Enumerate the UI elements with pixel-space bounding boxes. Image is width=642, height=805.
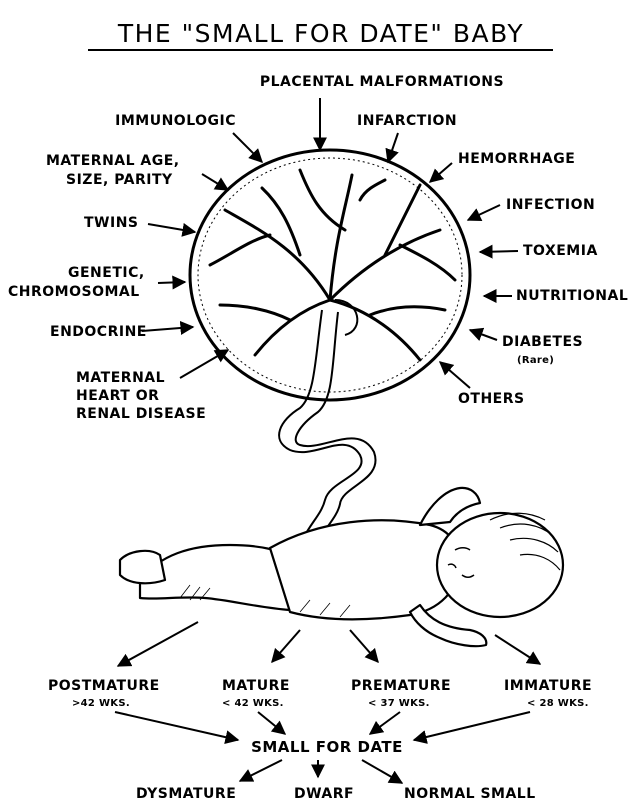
- label-genetic-line2: CHROMOSOMAL: [8, 284, 140, 300]
- arrow-endocrine: [142, 327, 193, 331]
- baby-illustration: [120, 488, 563, 646]
- label-diabetes-rare: (Rare): [517, 355, 554, 366]
- arrow-infection: [468, 205, 500, 220]
- arrow-to-normal-small: [362, 760, 402, 783]
- maturity-labels: POSTMATURE >42 WKS. MATURE < 42 WKS. PRE…: [48, 678, 592, 709]
- diagram-title: THE "SMALL FOR DATE" BABY: [117, 19, 524, 48]
- label-normal-small: NORMAL SMALL: [404, 786, 536, 802]
- arrow-genetic: [158, 282, 185, 283]
- arrow-hemorrhage: [430, 163, 452, 182]
- label-dysmature: DYSMATURE: [136, 786, 236, 802]
- arrow-to-immature: [495, 635, 540, 664]
- arrow-twins: [148, 224, 195, 232]
- label-dwarf: DWARF: [294, 786, 354, 802]
- arrow-maternal-heart: [180, 350, 228, 378]
- arrow-immature-to-center: [414, 712, 530, 740]
- arrow-to-mature: [272, 630, 300, 662]
- outcome-labels: DYSMATURE DWARF NORMAL SMALL: [136, 786, 536, 802]
- label-premature-weeks: < 37 WKS.: [368, 698, 430, 709]
- label-postmature-weeks: >42 WKS.: [72, 698, 130, 709]
- placenta-illustration: [190, 150, 470, 400]
- label-maternal-age-line2: SIZE, PARITY: [66, 172, 173, 188]
- arrow-immunologic: [233, 133, 262, 162]
- label-mature: MATURE: [222, 678, 290, 694]
- label-infection: INFECTION: [506, 197, 595, 213]
- label-twins: TWINS: [84, 215, 139, 231]
- label-mature-weeks: < 42 WKS.: [222, 698, 284, 709]
- label-hemorrhage: HEMORRHAGE: [458, 151, 575, 167]
- label-placental-malformations: PLACENTAL MALFORMATIONS: [260, 74, 504, 90]
- convergence-arrows: [115, 712, 530, 740]
- label-infarction: INFARCTION: [357, 113, 457, 129]
- arrow-to-postmature: [118, 622, 198, 666]
- label-genetic-line1: GENETIC,: [68, 265, 145, 281]
- label-immature: IMMATURE: [504, 678, 592, 694]
- arrow-premature-to-center: [370, 712, 400, 734]
- arrow-diabetes: [470, 330, 497, 340]
- arrow-to-premature: [350, 630, 378, 662]
- arrow-toxemia: [480, 251, 518, 252]
- label-postmature: POSTMATURE: [48, 678, 160, 694]
- label-maternal-heart-line1: MATERNAL: [76, 370, 165, 386]
- arrow-postmature-to-center: [115, 712, 238, 740]
- arrow-to-dysmature: [240, 760, 282, 781]
- outcome-arrows: [240, 760, 402, 783]
- arrow-infarction: [388, 133, 398, 162]
- arrow-others: [440, 362, 470, 388]
- label-toxemia: TOXEMIA: [523, 243, 598, 259]
- label-maternal-age-line1: MATERNAL AGE,: [46, 153, 180, 169]
- label-premature: PREMATURE: [351, 678, 451, 694]
- label-nutritional: NUTRITIONAL: [516, 288, 628, 304]
- label-maternal-heart-line3: RENAL DISEASE: [76, 406, 206, 422]
- arrow-maternal-age: [202, 174, 228, 190]
- label-immunologic: IMMUNOLOGIC: [115, 113, 236, 129]
- label-small-for-date: SMALL FOR DATE: [251, 738, 403, 756]
- label-maternal-heart-line2: HEART OR: [76, 388, 159, 404]
- arrow-mature-to-center: [258, 712, 285, 734]
- label-others: OTHERS: [458, 391, 525, 407]
- label-diabetes: DIABETES: [502, 334, 583, 350]
- label-immature-weeks: < 28 WKS.: [527, 698, 589, 709]
- label-endocrine: ENDOCRINE: [50, 324, 147, 340]
